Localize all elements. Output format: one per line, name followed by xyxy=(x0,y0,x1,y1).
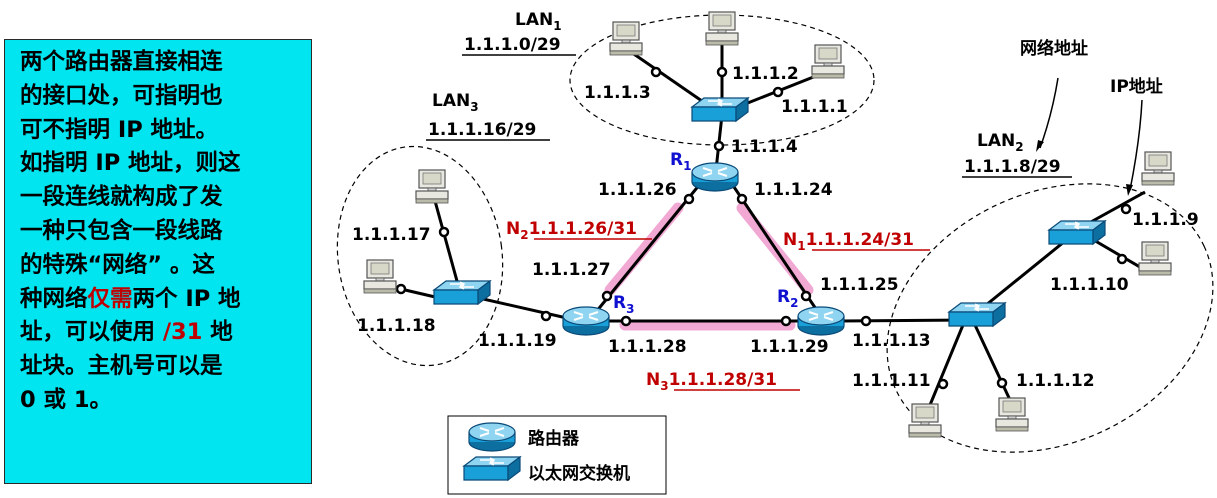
n3-label: N31.1.1.28/31 xyxy=(646,370,777,393)
ip-address-arrow xyxy=(1129,99,1143,191)
address-label: 1.1.1.17 xyxy=(352,225,431,245)
note-line: 一段连线就构成了发 xyxy=(20,184,223,211)
note-text: 种网络 xyxy=(20,285,88,312)
note-line: 可不指明 IP 地址。 xyxy=(20,116,219,143)
router-icon xyxy=(691,162,739,192)
lan1-prefix: 1.1.1.0/29 xyxy=(464,35,561,55)
switch-icon xyxy=(433,280,491,305)
lan3-boundary xyxy=(336,145,504,367)
explanation-text-box: 两个路由器直接相连 的接口处，可指明也 可不指明 IP 地址。 如指明 IP 地… xyxy=(4,39,312,484)
address-label: 1.1.1.18 xyxy=(357,316,436,336)
host-pc-icon xyxy=(705,11,739,46)
host-pc-icon xyxy=(609,21,643,56)
lan2-label: LAN2 xyxy=(977,131,1024,154)
n2-label: N21.1.1.26/31 xyxy=(506,219,637,242)
lan2-boundary xyxy=(886,183,1214,453)
host-pc-icon xyxy=(995,397,1029,432)
note-text: 两个 IP 地 xyxy=(132,285,241,312)
legend-switch-label: 以太网交换机 xyxy=(528,463,630,484)
switch-icon xyxy=(1048,220,1106,245)
address-label: 1.1.1.25 xyxy=(820,275,899,295)
note-line: 址块。主机号可以是 xyxy=(20,353,223,380)
address-label: 1.1.1.3 xyxy=(584,83,651,103)
legend-router-icon xyxy=(468,422,516,452)
note-line: 如指明 IP 地址，则这 xyxy=(20,150,241,177)
host-pc-icon xyxy=(811,44,845,79)
interface-dots xyxy=(395,66,1132,390)
address-label: 1.1.1.2 xyxy=(732,64,799,84)
router-r1-label: R1 xyxy=(670,150,691,173)
switch-icon xyxy=(948,302,1006,327)
lan3-label: LAN3 xyxy=(432,91,479,114)
note-line: 址，可以使用 /31 地 xyxy=(20,316,301,350)
note-line: 种网络仅需两个 IP 地 xyxy=(20,283,301,317)
note-text: 地 xyxy=(202,319,233,346)
address-label: 1.1.1.24 xyxy=(754,180,833,200)
address-label: 1.1.1.26 xyxy=(598,180,677,200)
lan2-prefix: 1.1.1.8/29 xyxy=(964,157,1061,177)
address-label: 1.1.1.10 xyxy=(1050,275,1129,295)
address-label: 1.1.1.11 xyxy=(852,371,931,391)
note-line: 的特殊“网络” 。这 xyxy=(20,251,215,278)
router-r3-label: R3 xyxy=(613,293,634,316)
arrow-head-icon xyxy=(1126,184,1133,196)
legend-router-label: 路由器 xyxy=(528,428,580,449)
address-label: 1.1.1.27 xyxy=(532,260,611,280)
note-line: 一种只包含一段线路 xyxy=(20,217,223,244)
address-label: 1.1.1.4 xyxy=(731,137,798,157)
address-label: 1.1.1.28 xyxy=(608,337,687,357)
note-text: 址，可以使用 xyxy=(20,319,163,346)
ip-address-callout: IP地址 xyxy=(1110,76,1163,97)
router-icon xyxy=(797,306,845,336)
host-pc-icon xyxy=(1138,241,1172,276)
router-r2-label: R2 xyxy=(777,287,798,310)
n2-highlight xyxy=(604,202,684,296)
p2p-link-highlights xyxy=(604,202,814,331)
n1-label: N11.1.1.24/31 xyxy=(783,230,914,253)
switch-icon xyxy=(691,97,749,122)
arrow-head-icon xyxy=(1036,140,1044,152)
address-label: 1.1.1.13 xyxy=(852,331,931,351)
note-highlight: /31 xyxy=(162,319,203,346)
lan2-hosts xyxy=(908,151,1175,438)
network-address-callout: 网络地址 xyxy=(1020,38,1088,59)
lan3-prefix: 1.1.1.16/29 xyxy=(428,120,536,140)
lan1-hosts xyxy=(609,11,845,79)
note-line: 0 或 1。 xyxy=(20,386,112,413)
legend-switch-icon xyxy=(463,456,521,481)
host-pc-icon xyxy=(1141,151,1175,186)
note-highlight: 仅需 xyxy=(87,285,133,312)
address-label: 1.1.1.9 xyxy=(1132,210,1199,230)
address-label: 1.1.1.1 xyxy=(781,97,848,117)
address-label: 1.1.1.29 xyxy=(750,337,829,357)
address-label: 1.1.1.12 xyxy=(1016,371,1095,391)
host-pc-icon xyxy=(415,169,449,204)
lan1-label: LAN1 xyxy=(515,10,562,33)
note-line: 两个路由器直接相连 xyxy=(20,49,223,75)
host-pc-icon xyxy=(363,259,397,294)
router-icon xyxy=(562,306,610,336)
address-label: 1.1.1.19 xyxy=(478,331,557,351)
note-line: 的接口处，可指明也 xyxy=(20,82,223,109)
host-pc-icon xyxy=(908,403,942,438)
network-address-arrow xyxy=(1039,77,1059,149)
